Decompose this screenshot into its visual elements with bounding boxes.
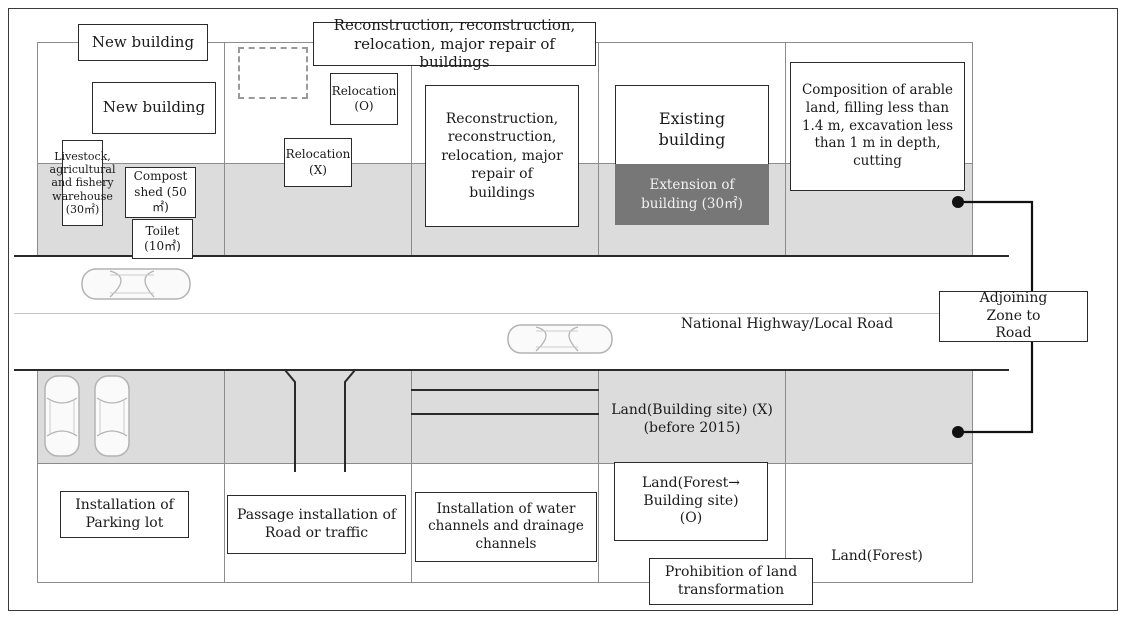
bottom-roadside-strip-5	[785, 370, 973, 464]
diagram-frame	[8, 8, 1118, 611]
former-building-outline	[238, 47, 308, 99]
building-extension-label: Extension of building (30㎡)	[615, 164, 769, 225]
parked-car-icon	[94, 375, 130, 457]
building-site-prohibited-label: Land(Building site) (X) (before 2015)	[611, 402, 773, 436]
bottom-roadside-strip-4	[598, 370, 786, 464]
new-building-inner-label: New building	[92, 82, 216, 134]
forest-label: Land(Forest)	[831, 548, 923, 564]
prohibition-label: Prohibition of land transformation	[649, 558, 813, 605]
relocation-prohibited-label: Relocation (X)	[284, 138, 352, 187]
parking-lot-label: Installation of Parking lot	[60, 491, 189, 538]
car-icon	[507, 324, 613, 354]
car-icon	[81, 268, 191, 300]
existing-building-label: Existing building	[615, 85, 769, 165]
road-edge-top	[14, 255, 1009, 257]
new-building-label: New building	[78, 24, 208, 61]
road-edge-bottom	[14, 369, 1009, 371]
toilet-label: Toilet (10㎡)	[132, 219, 193, 259]
passage-lines	[284, 369, 356, 472]
passage-installation-label: Passage installation of Road or traffic	[227, 495, 406, 554]
road-label: National Highway/Local Road	[680, 316, 894, 332]
adjoining-zone-connector	[952, 196, 1034, 438]
water-channel-line	[411, 389, 599, 391]
adjoining-zone-label: Adjoining Zone to Road	[939, 290, 1088, 342]
arable-land-label: Composition of arable land, filling less…	[790, 62, 965, 191]
bottom-roadside-strip-3	[411, 370, 599, 464]
parked-car-icon	[44, 375, 80, 457]
water-channel-line	[411, 413, 599, 415]
reconstruction-title-label: Reconstruction, reconstruction, relocati…	[313, 16, 596, 71]
bottom-parcel-5	[785, 463, 973, 583]
relocation-allowed-label: Relocation (O)	[330, 73, 398, 125]
water-channels-label: Installation of water channels and drain…	[415, 492, 597, 562]
livestock-warehouse-label: Livestock, agricultural and fishery ware…	[50, 140, 116, 226]
reconstruction-center-label: Reconstruction, reconstruction, relocati…	[425, 85, 579, 227]
forest-to-building-label: Land(Forest→ Building site) (O)	[614, 462, 768, 541]
road-centerline	[14, 313, 1009, 314]
compost-shed-label: Compost shed (50㎡)	[125, 167, 196, 218]
